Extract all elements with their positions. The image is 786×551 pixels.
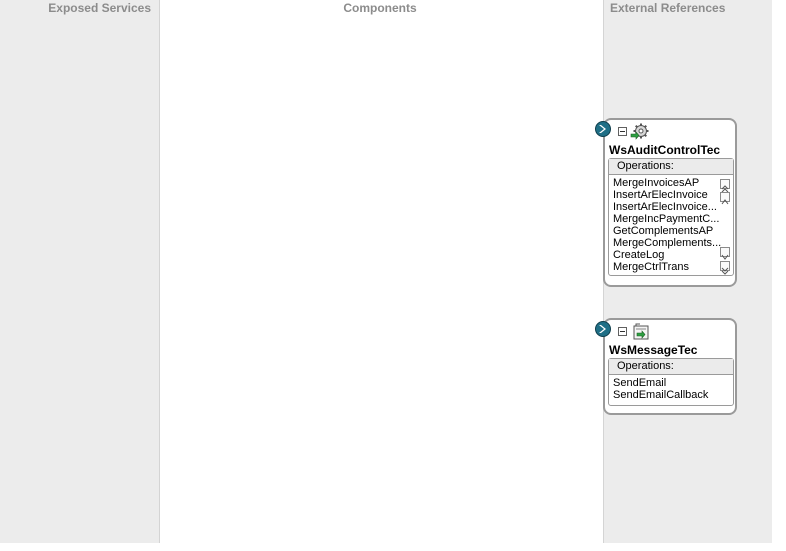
operation-item[interactable]: MergeIncPaymentC... (613, 213, 720, 225)
reference-wsmessagetec[interactable]: WsMessageTec Operations: SendEmail SendE… (595, 318, 737, 415)
reference-wsauditcontroltec[interactable]: WsAuditControlTec Operations: MergeInvoi… (595, 118, 737, 287)
operations-panel: Operations: SendEmail SendEmailCallback (608, 358, 734, 406)
operation-item[interactable]: InsertArElecInvoice (613, 189, 708, 201)
scroll-top-icon[interactable] (720, 179, 730, 193)
reference-handle-icon[interactable] (595, 121, 611, 137)
scroll-bottom-icon[interactable] (720, 261, 730, 275)
operation-item[interactable]: GetComplementsAP (613, 225, 714, 237)
web-service-icon (633, 323, 649, 340)
exposed-services-lane: Exposed Services (0, 0, 160, 543)
operations-header: Operations: (609, 159, 733, 175)
reference-name: WsAuditControlTec (609, 143, 721, 157)
exposed-services-title: Exposed Services (48, 1, 151, 15)
collapse-icon[interactable] (618, 327, 627, 336)
scroll-down-icon[interactable] (720, 247, 730, 260)
operation-item[interactable]: MergeInvoicesAP (613, 177, 700, 189)
operation-item[interactable]: InsertArElecInvoice... (613, 201, 717, 213)
reference-name: WsMessageTec (609, 343, 698, 357)
operations-list: SendEmail SendEmailCallback (609, 375, 733, 404)
operation-item[interactable]: SendEmailCallback (613, 389, 709, 401)
operations-panel: Operations: MergeInvoicesAP InsertArElec… (608, 158, 734, 276)
external-references-title: External References (610, 1, 726, 15)
operation-item[interactable]: MergeCtrlTrans (613, 261, 689, 273)
operation-item[interactable]: SendEmail (613, 377, 667, 389)
collapse-icon[interactable] (618, 127, 627, 136)
operations-list: MergeInvoicesAP InsertArElecInvoice Inse… (609, 175, 733, 276)
reference-handle-icon[interactable] (595, 321, 611, 337)
scroll-up-icon[interactable] (720, 192, 730, 205)
operation-item[interactable]: MergeComplements... (613, 237, 721, 249)
gear-icon (630, 123, 649, 140)
operations-header: Operations: (609, 359, 733, 375)
operation-item[interactable]: CreateLog (613, 249, 665, 261)
components-title: Components (343, 1, 417, 15)
components-lane: Components (160, 0, 603, 543)
